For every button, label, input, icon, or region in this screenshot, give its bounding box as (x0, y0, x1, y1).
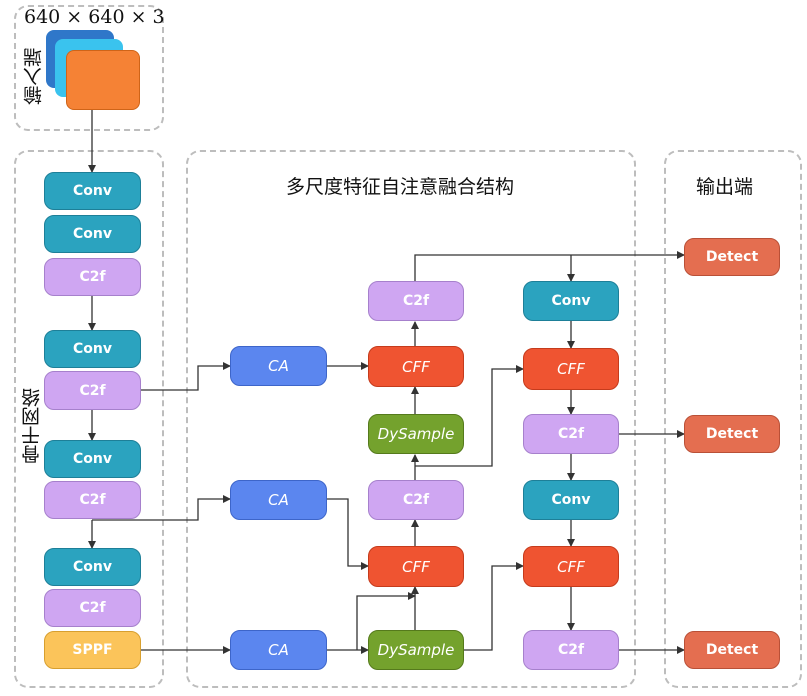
neck-cff-1: CFF (368, 346, 464, 387)
input-image-stack (46, 30, 146, 110)
input-channel-orange (66, 50, 140, 110)
backbone-c2f-1: C2f (44, 258, 141, 296)
edge-ca3-to-cff2 (356, 592, 416, 650)
neck-dysample-1: DySample (368, 414, 464, 454)
ca-block-1: CA (230, 346, 327, 386)
edge-c2fmid-to-rcff1 (415, 365, 524, 467)
neck-right-cff-2: CFF (523, 546, 619, 587)
backbone-region (14, 150, 164, 688)
backbone-conv-1: Conv (44, 172, 141, 210)
backbone-conv-2: Conv (44, 215, 141, 253)
backbone-c2f-4: C2f (44, 589, 141, 627)
neck-right-conv-1: Conv (523, 281, 619, 321)
neck-dysample-2: DySample (368, 630, 464, 670)
neck-right-conv-2: Conv (523, 480, 619, 520)
neck-right-c2f-2: C2f (523, 630, 619, 670)
neck-cff-2: CFF (368, 546, 464, 587)
edge-c2ftop-to-detect1 (414, 251, 685, 281)
neck-c2f-mid: C2f (368, 480, 464, 520)
backbone-conv-5: Conv (44, 548, 141, 586)
neck-region (186, 150, 636, 688)
neck-right-c2f-1: C2f (523, 414, 619, 454)
output-region (664, 150, 802, 688)
edge-c2f3-to-ca2 (92, 495, 231, 521)
neck-c2f-top: C2f (368, 281, 464, 321)
ca-block-3: CA (230, 630, 327, 670)
output-region-title: 输出端 (696, 176, 754, 198)
edge-c2f2-to-ca1 (141, 362, 231, 391)
edge-ca2-to-cff2 (327, 498, 369, 570)
neck-region-title: 多尺度特征自注意融合结构 (286, 176, 515, 198)
neck-right-cff-1: CFF (523, 348, 619, 390)
backbone-sppf: SPPF (44, 631, 141, 669)
backbone-c2f-3: C2f (44, 481, 141, 519)
input-dims-label: 640 × 640 × 3 (24, 6, 165, 28)
detect-head-3: Detect (684, 631, 780, 669)
backbone-c2f-2: C2f (44, 371, 141, 410)
edge-dys2-to-rcff2 (460, 562, 524, 651)
backbone-conv-3: Conv (44, 330, 141, 368)
backbone-conv-4: Conv (44, 440, 141, 478)
ca-block-2: CA (230, 480, 327, 520)
input-region (14, 5, 164, 131)
detect-head-2: Detect (684, 415, 780, 453)
detect-head-1: Detect (684, 238, 780, 276)
